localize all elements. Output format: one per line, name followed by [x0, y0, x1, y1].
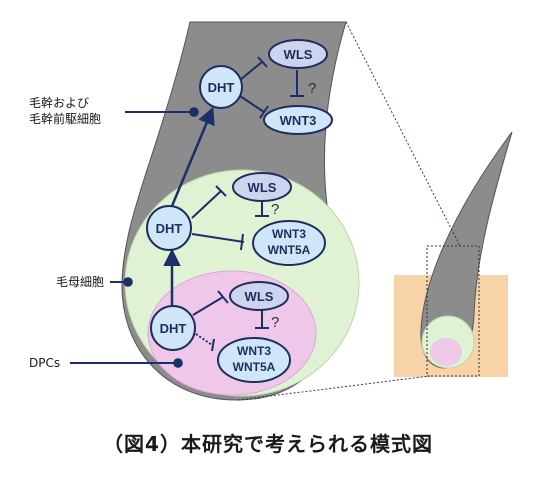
qmark-bot: ?: [271, 314, 279, 331]
wls-node-mid-label: WLS: [248, 180, 277, 195]
top-group: DHT WLS WNT3 ?: [199, 39, 333, 135]
mid-group: DHT WLS WNT3 WNT5A ?: [146, 172, 326, 266]
zoom-box: [426, 245, 480, 377]
wnt-node-top-label: WNT3: [280, 113, 317, 128]
qmark-top: ?: [308, 80, 316, 97]
label-hair-shaft-precursor: 毛幹前駆細胞: [29, 111, 101, 126]
inhibit-top-wls-wnt: [290, 70, 304, 97]
inhibit-bot-dht-wls: [192, 290, 229, 316]
wnt-node-mid-label-1: WNT3: [272, 227, 306, 241]
wls-node-top-label: WLS: [284, 47, 313, 62]
wnt-node-bot-label-2: WNT5A: [233, 360, 276, 374]
figure-caption: （図4）本研究で考えられる模式図: [103, 432, 433, 456]
dht-node-bot: [150, 305, 196, 351]
dotted-bot-dht-wnt: [195, 333, 213, 346]
wnt-node-mid: [252, 220, 326, 266]
wls-node-top: [268, 39, 328, 69]
dht-node-mid-label: DHT: [156, 221, 183, 236]
wls-node-bot: [229, 281, 289, 311]
inhibit-mid-dht-wls: [191, 185, 227, 219]
label-hair-shaft: 毛幹および: [29, 95, 89, 110]
small-papilla: [430, 338, 462, 366]
qmark-mid: ?: [271, 201, 279, 218]
label-dpcs: DPCs: [29, 356, 60, 370]
dht-node-mid: [146, 205, 192, 251]
inhibit-bot-dotted-end: [211, 338, 215, 352]
arrow-mid-to-top: [170, 106, 215, 207]
wls-node-mid: [232, 172, 292, 202]
dht-node-top: [199, 65, 243, 109]
zoom-line-top: [345, 21, 461, 247]
zoom-line-bottom: [237, 375, 431, 401]
wnt-node-bot-label-1: WNT3: [237, 344, 271, 358]
dht-node-bot-label: DHT: [160, 321, 187, 336]
label-hair-matrix: 毛母細胞: [56, 275, 104, 289]
dht-node-top-label: DHT: [208, 80, 235, 95]
wnt-node-bot: [217, 337, 291, 383]
inhibit-mid-dht-wnt: [191, 233, 245, 251]
wnt-node-top: [263, 105, 333, 135]
inhibit-mid-wls-wnt: [255, 202, 269, 217]
inhibit-top-dht-wnt: [239, 95, 269, 119]
wnt-node-mid-label-2: WNT5A: [268, 243, 311, 257]
inhibit-top-dht-wls: [239, 56, 268, 81]
inhibit-bot-wls-wnt: [255, 310, 269, 329]
wls-node-bot-label: WLS: [245, 289, 274, 304]
bot-group: DHT WLS WNT3 WNT5A ?: [150, 281, 291, 383]
